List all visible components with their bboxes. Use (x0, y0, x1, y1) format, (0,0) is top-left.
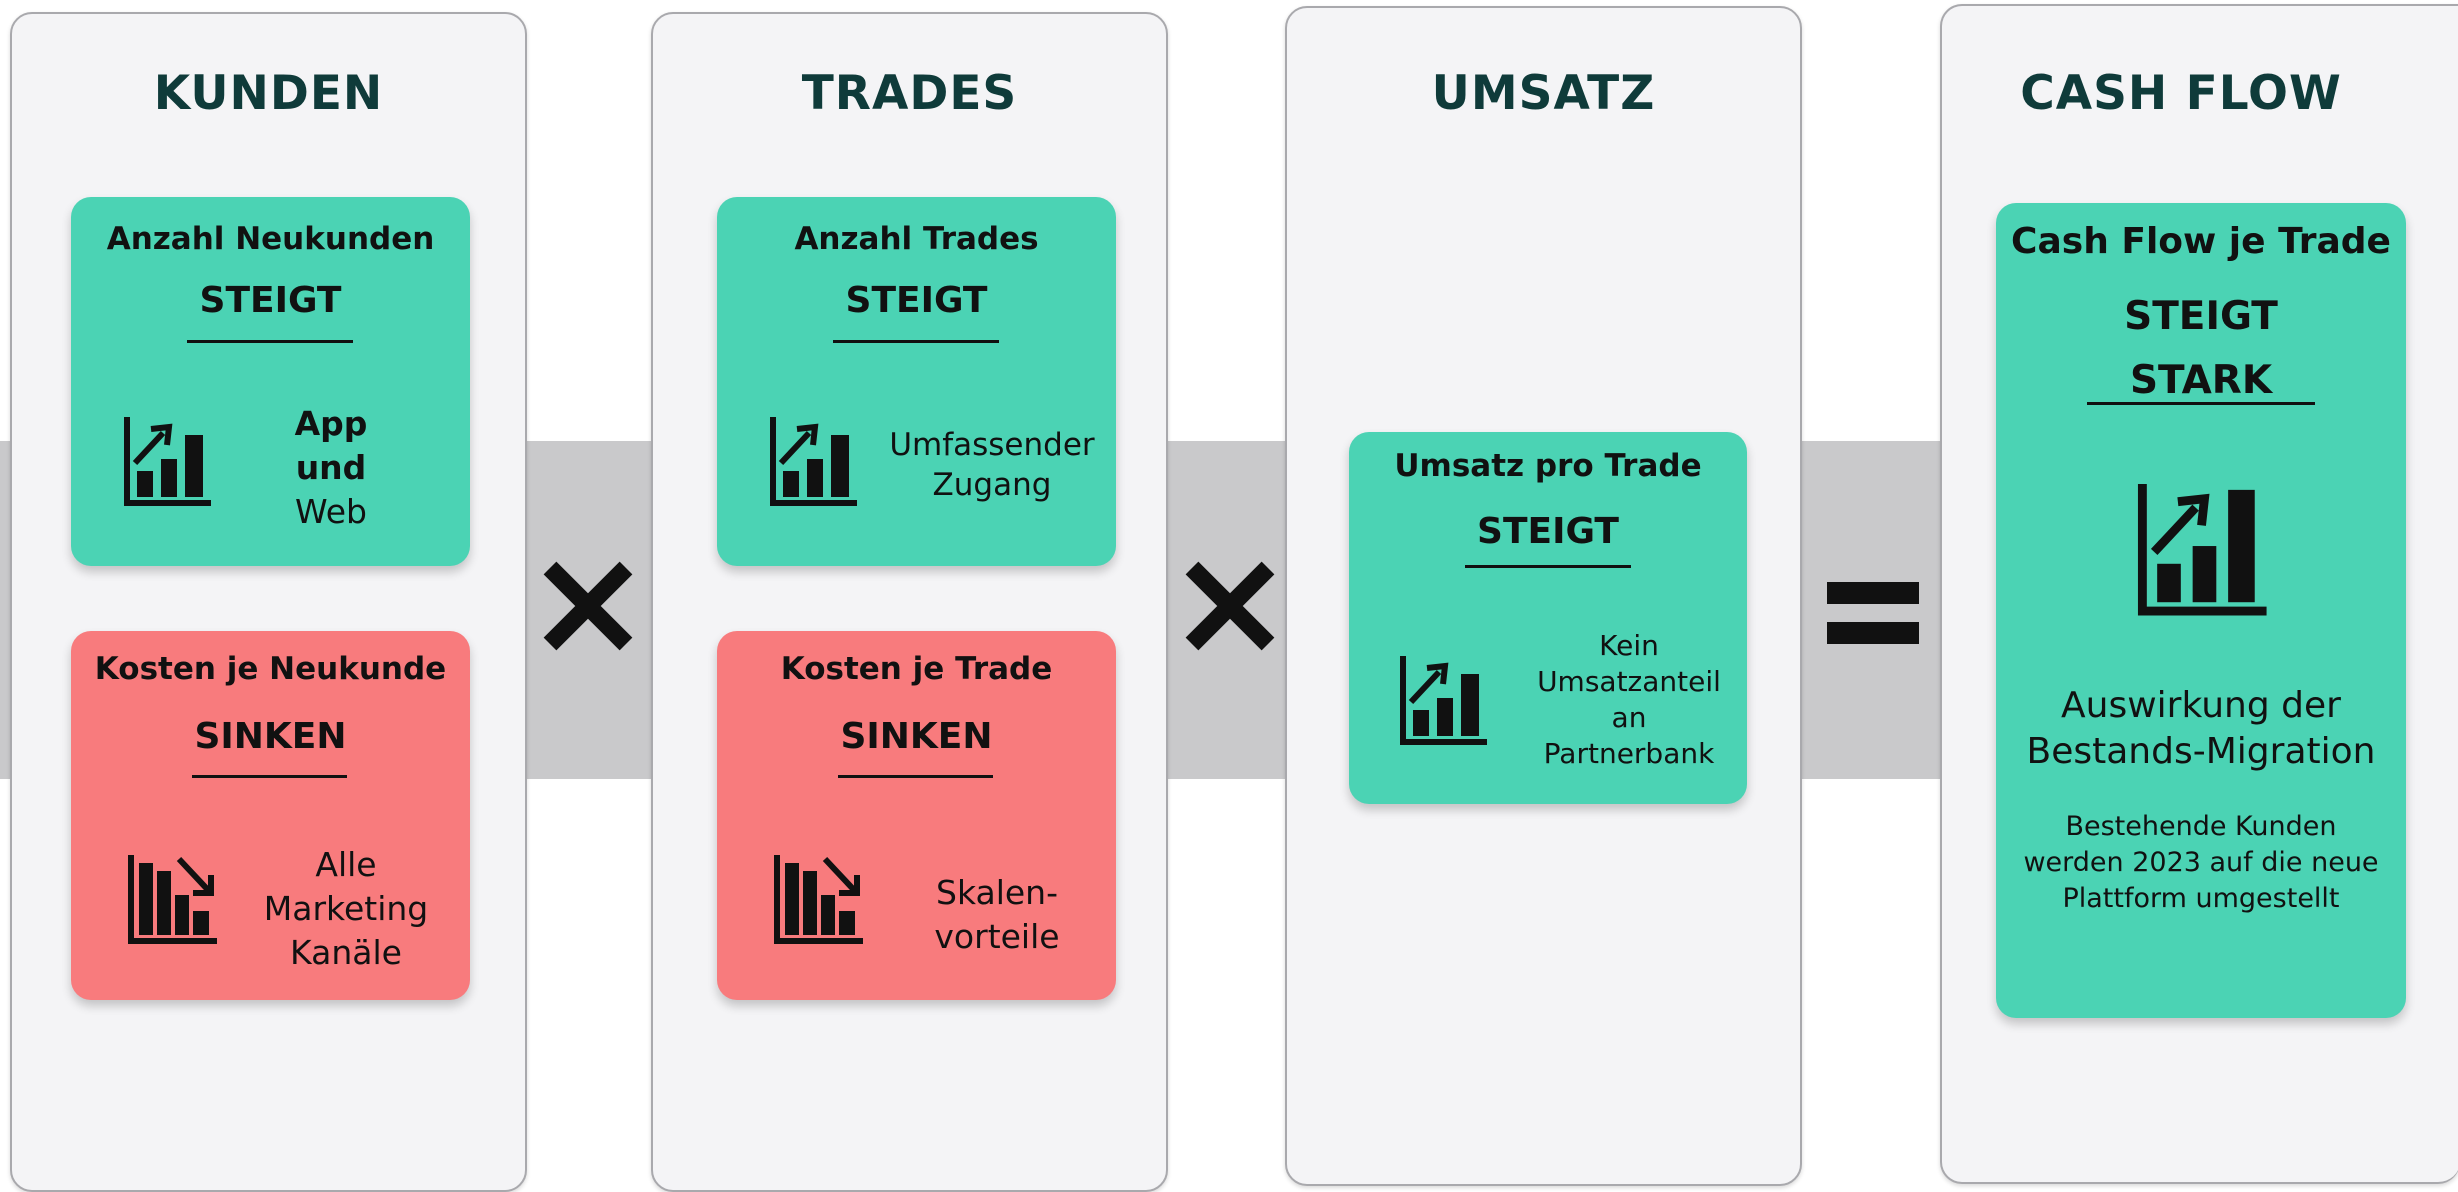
note-line: Kanäle (290, 933, 402, 972)
card-note: Kein Umsatzanteil an Partnerbank (1529, 628, 1729, 772)
status-underline (2087, 402, 2315, 405)
column-title: KUNDEN (153, 66, 384, 121)
card-status: SINKEN (194, 716, 347, 757)
card-anzahl-trades: Anzahl Trades STEIGT Umfassender Zugang (717, 197, 1116, 566)
card-kosten-je-trade: Kosten je Trade SINKEN Skalen- vorteile (717, 631, 1116, 1000)
migration-title: Auswirkung der Bestands-Migration (1996, 683, 2406, 775)
card-note: App und Web (271, 402, 391, 534)
status-underline (192, 775, 347, 778)
card-status: SINKEN (840, 716, 993, 757)
column-title: CASH FLOW (2020, 66, 2342, 121)
status-line: STEIGT (2124, 294, 2278, 339)
card-label: Kosten je Neukunde (94, 651, 447, 687)
multiply-operator (538, 556, 638, 660)
migration-description: Bestehende Kunden werden 2023 auf die ne… (1996, 809, 2406, 917)
card-label: Anzahl Neukunden (106, 221, 435, 257)
card-note: Alle Marketing Kanäle (241, 843, 451, 975)
multiply-operator (1180, 556, 1280, 660)
chart-up-icon (769, 415, 859, 511)
chart-up-icon (1399, 654, 1489, 750)
note-line: App (294, 404, 368, 443)
note-line: Kein (1599, 629, 1659, 662)
note-line: Web (295, 492, 367, 531)
note-line: Skalen- (936, 873, 1058, 912)
note-line: Partnerbank (1543, 737, 1715, 770)
card-cash-flow-je-trade: Cash Flow je Trade STEIGT STARK Auswirku… (1996, 203, 2406, 1018)
note-line: vorteile (934, 917, 1060, 956)
column-title: UMSATZ (1431, 66, 1656, 121)
note-line: Umfassender (889, 427, 1095, 463)
note-line: und (295, 448, 367, 487)
card-label: Umsatz pro Trade (1394, 448, 1702, 484)
chart-down-icon (127, 853, 219, 949)
note-line: Zugang (932, 467, 1052, 503)
card-label: Cash Flow je Trade (2011, 221, 2391, 262)
migration-desc-line: werden 2023 auf die neue (2023, 847, 2379, 878)
card-label: Anzahl Trades (794, 221, 1039, 257)
migration-desc-line: Plattform umgestellt (2062, 883, 2340, 914)
column-umsatz: UMSATZ Umsatz pro Trade STEIGT Kein Umsa… (1285, 6, 1802, 1186)
card-status: STEIGT (845, 280, 988, 321)
card-anzahl-neukunden: Anzahl Neukunden STEIGT App und Web (71, 197, 470, 566)
card-kosten-je-neukunde: Kosten je Neukunde SINKEN Alle Marketing… (71, 631, 470, 1000)
note-line: Marketing (263, 889, 429, 928)
status-underline (187, 340, 353, 343)
card-note: Skalen- vorteile (907, 871, 1087, 959)
chart-down-icon (773, 853, 865, 949)
column-title: TRADES (801, 66, 1018, 121)
note-line: Alle (315, 845, 377, 884)
migration-title-line: Bestands-Migration (2026, 731, 2376, 772)
migration-desc-line: Bestehende Kunden (2065, 811, 2337, 842)
card-status: STEIGT STARK (1996, 285, 2406, 413)
card-note: Umfassender Zugang (882, 425, 1102, 505)
note-line: an (1611, 701, 1647, 734)
column-trades: TRADES Anzahl Trades STEIGT Umfassender … (651, 12, 1168, 1192)
equals-operator (1823, 578, 1923, 652)
card-umsatz-pro-trade: Umsatz pro Trade STEIGT Kein Umsatzantei… (1349, 432, 1747, 804)
status-underline (1465, 565, 1631, 568)
card-label: Kosten je Trade (780, 651, 1053, 687)
status-underline (833, 340, 999, 343)
column-cash-flow: CASH FLOW Cash Flow je Trade STEIGT STAR… (1940, 4, 2458, 1184)
column-kunden: KUNDEN Anzahl Neukunden STEIGT App und W… (10, 12, 527, 1192)
card-status: STEIGT (199, 280, 342, 321)
status-line: STARK (2129, 358, 2273, 403)
migration-title-line: Auswirkung der (2061, 685, 2341, 726)
note-line: Umsatzanteil (1537, 665, 1721, 698)
card-status: STEIGT (1477, 511, 1619, 552)
chart-up-icon (123, 415, 213, 511)
chart-up-icon (2136, 481, 2270, 621)
status-underline (838, 775, 993, 778)
